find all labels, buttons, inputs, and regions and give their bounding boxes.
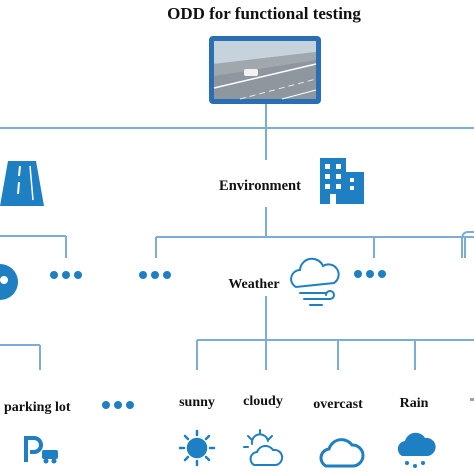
road-scene-image-icon (209, 36, 321, 104)
cloud-wind-icon (290, 257, 340, 306)
sunny-label: sunny (179, 395, 215, 410)
more-ellipsis-icon (139, 271, 171, 279)
weather-label: Weather (228, 277, 279, 292)
more-ellipsis-icon (354, 270, 386, 278)
rain-label: Rain (400, 396, 429, 411)
clipped-fragment (470, 398, 474, 401)
building-icon (320, 158, 364, 204)
partial-node-icon (0, 264, 19, 300)
road-icon (0, 161, 44, 206)
sun-icon (178, 429, 216, 467)
diagram-title: ODD for functional testing (167, 4, 361, 23)
environment-label: Environment (219, 178, 301, 194)
partial-node-connector (461, 231, 474, 258)
cloudy-label: cloudy (243, 394, 283, 409)
overcast-label: overcast (313, 397, 363, 412)
more-ellipsis-icon (50, 271, 82, 279)
cloud-icon (319, 438, 365, 468)
rain-cloud-icon (397, 432, 436, 468)
more-ellipsis-icon (102, 401, 134, 409)
sun-cloud-icon (243, 429, 284, 466)
tree-connectors (0, 104, 474, 370)
parking-icon (24, 436, 58, 464)
parking-lot-label: parking lot (4, 400, 71, 415)
